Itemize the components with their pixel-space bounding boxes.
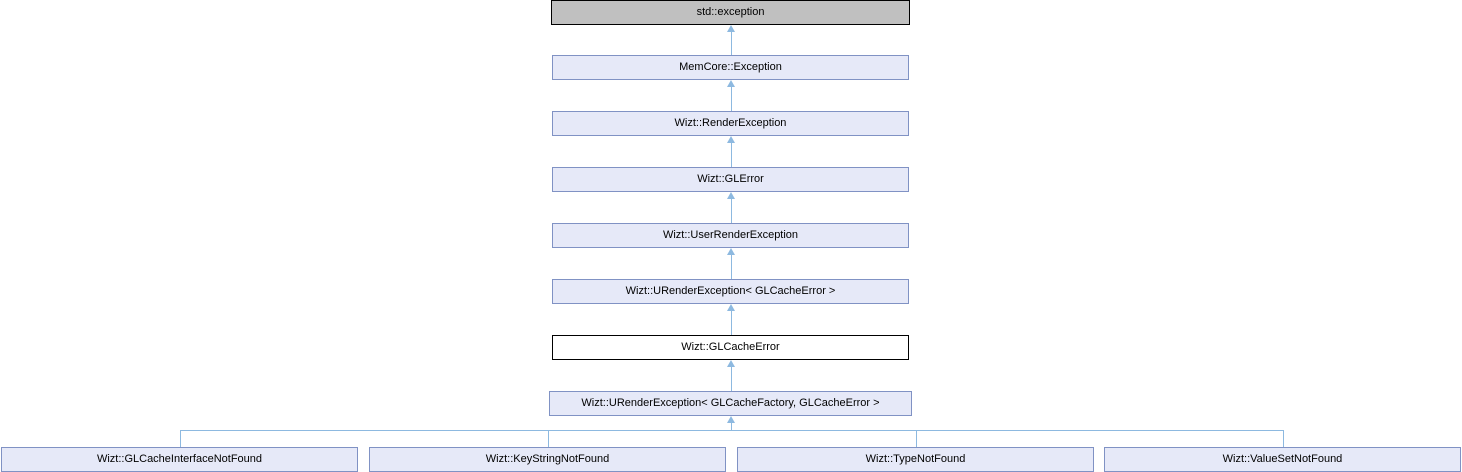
class-node-label: std::exception xyxy=(696,6,765,18)
edge-segment-vertical xyxy=(731,198,732,223)
class-node-label: Wizt::GLCacheInterfaceNotFound xyxy=(96,453,263,465)
class-node-wizt-typenotfound[interactable]: Wizt::TypeNotFound xyxy=(737,447,1094,472)
edge-segment-vertical xyxy=(731,254,732,279)
class-node-label: Wizt::URenderException< GLCacheError > xyxy=(625,285,836,297)
edge-segment-vertical xyxy=(548,430,549,447)
class-node-wizt-valuesetnotfound[interactable]: Wizt::ValueSetNotFound xyxy=(1104,447,1461,472)
inheritance-arrowhead-icon xyxy=(727,192,735,199)
edge-segment-vertical xyxy=(731,31,732,55)
class-node-wizt-renderexception[interactable]: Wizt::RenderException xyxy=(552,111,909,136)
class-node-memcore-exception[interactable]: MemCore::Exception xyxy=(552,55,909,80)
edge-segment-vertical xyxy=(1283,430,1284,447)
class-node-wizt-keystringnotfound[interactable]: Wizt::KeyStringNotFound xyxy=(369,447,726,472)
class-node-wizt-urenderexception-glcacheerror[interactable]: Wizt::URenderException< GLCacheError > xyxy=(552,279,909,304)
class-node-label: Wizt::URenderException< GLCacheFactory, … xyxy=(581,397,880,409)
edge-segment-vertical xyxy=(731,366,732,391)
inheritance-arrowhead-icon xyxy=(727,136,735,143)
class-node-label: Wizt::RenderException xyxy=(674,117,787,129)
edge-segment-vertical xyxy=(731,142,732,167)
edge-segment-horizontal xyxy=(180,430,1283,431)
inheritance-arrowhead-icon xyxy=(727,80,735,87)
class-node-wizt-userrenderexception[interactable]: Wizt::UserRenderException xyxy=(552,223,909,248)
class-node-label: Wizt::KeyStringNotFound xyxy=(485,453,610,465)
inheritance-arrowhead-icon xyxy=(727,25,735,32)
class-node-label: Wizt::TypeNotFound xyxy=(865,453,966,465)
class-node-wizt-glcacheerror[interactable]: Wizt::GLCacheError xyxy=(552,335,909,360)
edge-segment-vertical xyxy=(731,310,732,335)
inheritance-arrowhead-icon xyxy=(727,416,735,423)
class-node-label: MemCore::Exception xyxy=(679,61,782,73)
class-node-label: Wizt::ValueSetNotFound xyxy=(1222,453,1343,465)
inheritance-arrowhead-icon xyxy=(727,248,735,255)
class-node-wizt-glcacheinterfacenotfound[interactable]: Wizt::GLCacheInterfaceNotFound xyxy=(1,447,358,472)
class-node-label: Wizt::GLCacheError xyxy=(681,341,780,353)
class-node-label: Wizt::GLError xyxy=(697,173,764,185)
class-node-wizt-urenderexception-glcachefactory-glcacheerror[interactable]: Wizt::URenderException< GLCacheFactory, … xyxy=(549,391,912,416)
edge-segment-vertical xyxy=(731,422,732,430)
inheritance-arrowhead-icon xyxy=(727,304,735,311)
class-node-label: Wizt::UserRenderException xyxy=(662,229,799,241)
edge-segment-vertical xyxy=(180,430,181,447)
class-node-wizt-glerror[interactable]: Wizt::GLError xyxy=(552,167,909,192)
inheritance-arrowhead-icon xyxy=(727,360,735,367)
class-node-std-exception[interactable]: std::exception xyxy=(551,0,910,25)
edge-segment-vertical xyxy=(731,86,732,111)
edge-segment-vertical xyxy=(916,430,917,447)
